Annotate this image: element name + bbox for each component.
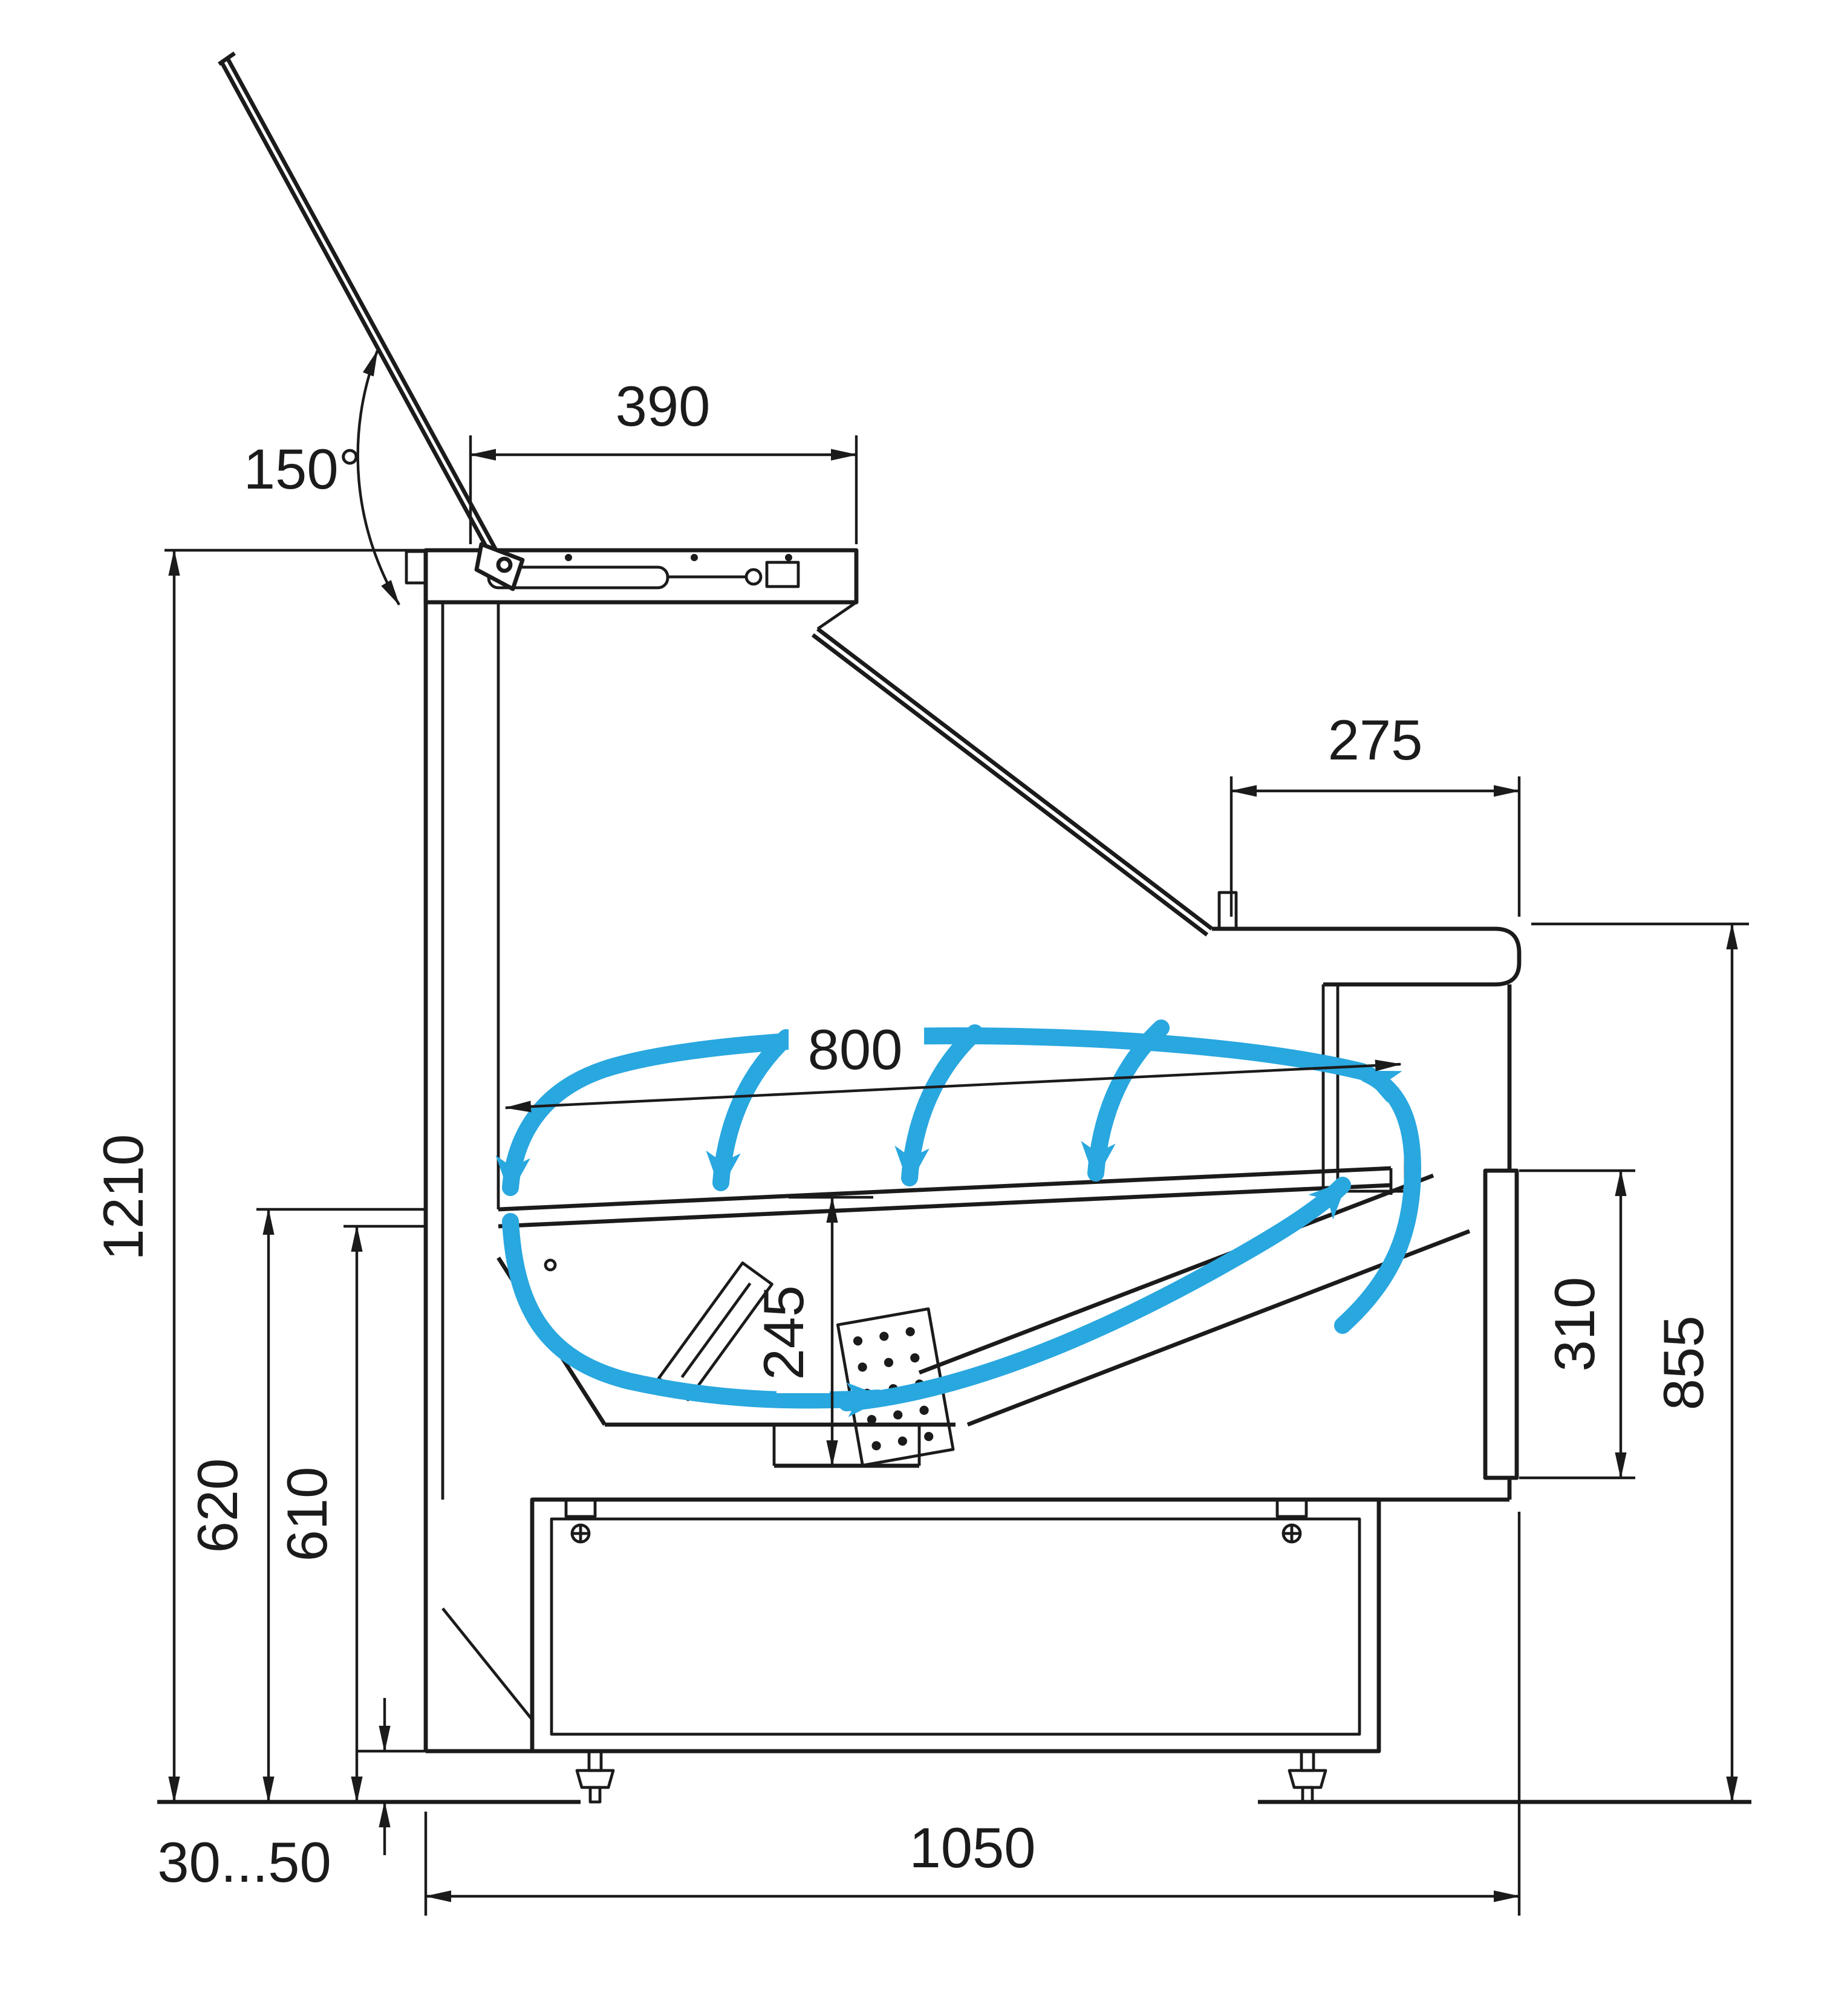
flow-top-stream: [495, 1027, 1370, 1196]
dim-310-label: 310: [1543, 1277, 1606, 1372]
base-outer: [530, 1497, 1381, 1754]
foot-screw: [1300, 1749, 1315, 1772]
frame-screw: [565, 554, 572, 561]
case-structure: [157, 51, 1751, 1804]
airflow: [495, 1019, 1422, 1417]
lid-glass-line-outer: [226, 57, 503, 560]
bolt-housing-left: [564, 1498, 597, 1518]
glass-top-connector: [816, 601, 858, 630]
dimension-245: [789, 1195, 873, 1467]
adjustable-foot-right: [1288, 1749, 1327, 1804]
wall-screw: [544, 1258, 557, 1272]
dim-390-label: 390: [616, 374, 711, 438]
hinge-pivot: [496, 556, 513, 573]
dimension-1050: [424, 1512, 1521, 1916]
dimension-1210: [164, 548, 426, 1803]
frame-left-cap: [405, 550, 428, 585]
foot-disc: [575, 1769, 615, 1789]
display-deck: [498, 1151, 1407, 1229]
base-inner-panel: [550, 1517, 1361, 1736]
deck-top: [498, 1166, 1392, 1212]
flow-ramp-ascent: [838, 1177, 1351, 1411]
top-frame: [405, 548, 859, 605]
deck-bottom: [498, 1183, 1392, 1229]
front-glass-outer: [816, 627, 1214, 931]
lid-assembly: [218, 51, 525, 591]
dimension-310: [1519, 1169, 1635, 1480]
dimension-800: [504, 1059, 1402, 1113]
foot-stem: [588, 1786, 602, 1804]
dim-floor-gap-label: 30...50: [157, 1830, 331, 1894]
flow-right-riser: [1334, 1065, 1422, 1334]
dimension-labels: 390 150° 275 800 1210 620 610 245 310 85…: [91, 374, 1715, 1894]
dimension-620: [256, 1208, 426, 1803]
worktop-slab: [1212, 926, 1522, 987]
foot-screw: [587, 1749, 603, 1772]
dimension-275: [1229, 776, 1521, 917]
base-cabinet: [530, 1497, 1381, 1754]
label-pad-800: [789, 1018, 924, 1081]
dim-angle-label: 150°: [244, 437, 361, 501]
back-wall-brace: [441, 1607, 533, 1721]
dim-1210-label: 1210: [91, 1134, 155, 1260]
dim-610-label: 610: [275, 1467, 339, 1562]
dim-245-label: 245: [752, 1286, 815, 1380]
front-glass: [811, 601, 1214, 937]
bolt-housing-right: [1275, 1498, 1308, 1518]
worktop-upstand: [1217, 891, 1238, 931]
bracket-slot: [680, 1282, 752, 1379]
dimensions: [164, 350, 1749, 1916]
flow-curtain-branch-3: [1081, 1019, 1170, 1182]
lid-end-cap: [218, 51, 236, 66]
strut-pivot: [744, 568, 763, 586]
dimension-390: [469, 435, 858, 544]
front-panel: [532, 984, 1519, 1502]
worktop: [1212, 891, 1522, 1193]
flow-bottom-return: [502, 1213, 887, 1417]
label-pad-245: [777, 1260, 830, 1393]
dim-800-label: 800: [808, 1018, 903, 1081]
back-wall: [423, 550, 533, 1754]
lid-glass-line-inner: [220, 60, 497, 564]
strut-bracket: [765, 561, 800, 588]
dimension-angle: [356, 350, 400, 606]
dimension-610: [344, 1224, 426, 1803]
foot-stem: [1301, 1786, 1314, 1804]
frame-screw: [785, 554, 792, 561]
foot-disc: [1288, 1769, 1327, 1789]
angle-arc: [356, 350, 400, 606]
service-panel: [1483, 1168, 1519, 1480]
frame-screw: [691, 554, 698, 561]
dimension-floor-gap: [357, 1698, 426, 1855]
dim-620-label: 620: [186, 1458, 249, 1553]
dim-855-label: 855: [1652, 1316, 1715, 1411]
dim-275-label: 275: [1328, 708, 1423, 772]
flow-curtain-branch-1: [706, 1029, 795, 1191]
front-glass-inner: [811, 633, 1209, 937]
adjustable-foot-left: [575, 1749, 615, 1804]
dimension-855: [1531, 922, 1749, 1803]
dim-1050-label: 1050: [909, 1816, 1035, 1879]
